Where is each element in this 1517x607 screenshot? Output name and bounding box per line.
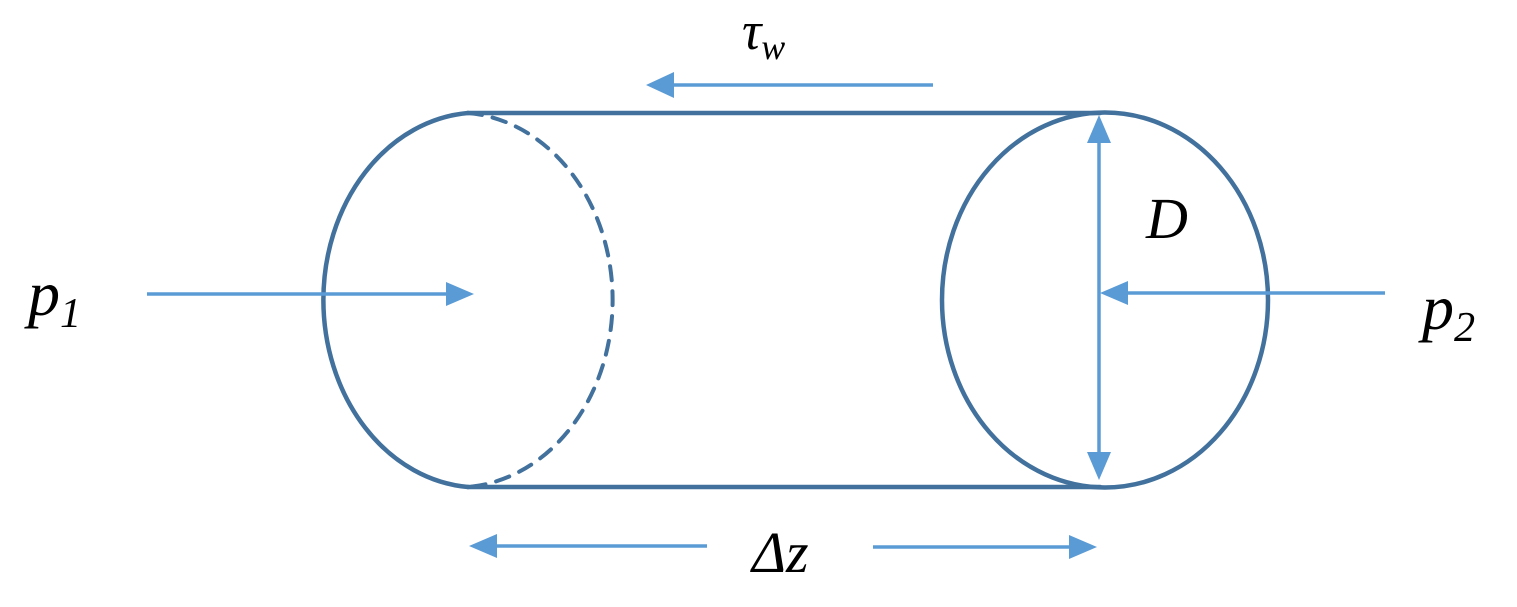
diameter-label: D	[1146, 190, 1188, 256]
pressure-inlet-subscript: 1	[60, 289, 82, 337]
wall-shear-label: τw	[742, 4, 785, 66]
pressure-inlet-label: p1	[28, 262, 81, 335]
axial-length-symbol: Δz	[752, 520, 809, 585]
pressure-outlet-symbol: p	[1422, 272, 1454, 343]
wall-shear-subscript: w	[761, 26, 786, 67]
axial-length-label: Δz	[752, 524, 809, 590]
cylinder-body	[321, 110, 1271, 490]
diameter-dimension-arrow-icon	[1087, 115, 1111, 480]
right-face-ellipse	[939, 110, 1271, 490]
pressure-inlet-symbol: p	[28, 258, 60, 329]
axial-length-left-arrow-icon	[469, 534, 707, 558]
wall-shear-arrow-icon	[646, 72, 933, 98]
pressure-outlet-label: p2	[1422, 276, 1475, 349]
pressure-outlet-subscript: 2	[1454, 303, 1476, 351]
pressure-outlet-arrow-icon	[1100, 281, 1385, 305]
left-face-solid-arc	[321, 110, 471, 490]
pressure-inlet-arrow-icon	[147, 282, 474, 306]
left-face-dashed-arc	[466, 111, 615, 489]
axial-length-right-arrow-icon	[873, 535, 1097, 559]
diameter-symbol: D	[1146, 186, 1188, 251]
wall-shear-symbol: τ	[742, 1, 762, 61]
